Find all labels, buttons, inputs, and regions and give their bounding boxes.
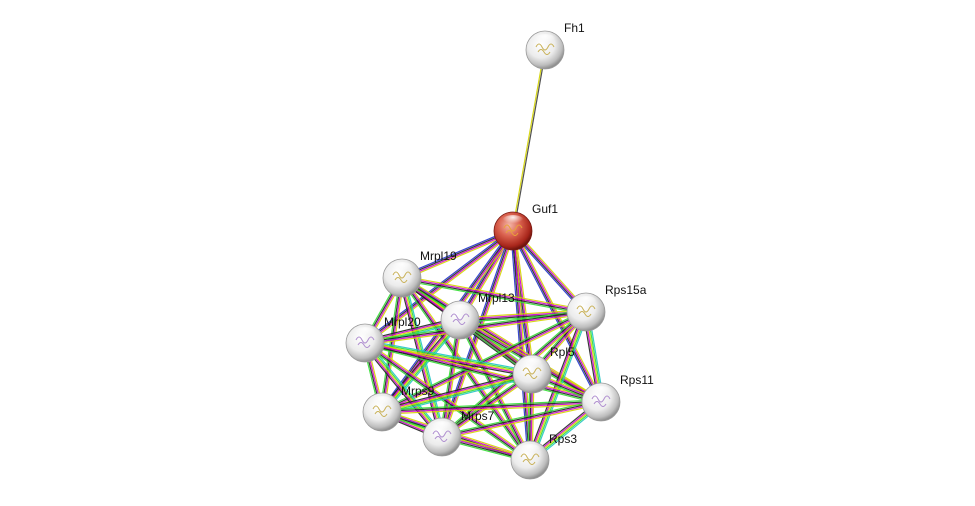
edge-evidence-line [381, 310, 586, 412]
edge-evidence-line [382, 320, 462, 414]
edge-evidence-line [402, 275, 603, 401]
node-highlight [502, 215, 524, 227]
edge-evidence-line [401, 279, 586, 315]
edge-evidence-line [365, 341, 444, 437]
edge-evidence-line [402, 232, 515, 281]
edge-evidence-line [365, 340, 532, 459]
node-mrps7[interactable]: Mrps7 [422, 409, 495, 457]
edge-evidence-line [511, 49, 545, 231]
node-mrpl20[interactable]: Mrpl20 [345, 315, 421, 363]
edge-evidence-line [365, 341, 533, 374]
edge-evidence-line [382, 374, 533, 414]
edge-evidence-line [441, 400, 601, 437]
edge-evidence-line [365, 341, 531, 460]
edge-evidence-line [443, 320, 463, 438]
edge-evidence-line [364, 343, 530, 462]
edge-evidence-line [365, 341, 602, 402]
edge-evidence-line [401, 229, 513, 278]
edge-evidence-line [511, 231, 530, 461]
edge-rps11-mrps9 [381, 399, 602, 415]
node-highlight [449, 304, 471, 316]
edge-mrpl19-rps15a [401, 275, 587, 315]
edge-evidence-line [383, 321, 463, 415]
edge-rps15a-rps3 [526, 310, 590, 462]
edge-evidence-line [402, 275, 587, 311]
edge-evidence-line [529, 311, 587, 461]
edge-evidence-line [380, 318, 460, 412]
node-highlight [391, 262, 413, 274]
edge-mrpl20-rps11 [364, 340, 602, 405]
node-rps3[interactable]: Rps3 [510, 432, 577, 480]
edge-evidence-line [381, 372, 532, 412]
edge-mrpl20-rps3 [363, 340, 532, 463]
edge-evidence-line [513, 50, 547, 232]
edge-evidence-line [381, 370, 532, 410]
node-fh1[interactable]: Fh1 [525, 21, 585, 70]
edge-evidence-line [442, 402, 602, 439]
edge-evidence-line [381, 399, 601, 411]
edge-evidence-line [401, 278, 586, 314]
node-highlight [431, 421, 453, 433]
node-label: Guf1 [532, 202, 558, 216]
node-mrpl19[interactable]: Mrpl19 [382, 249, 457, 298]
edge-evidence-line [530, 312, 588, 461]
node-label: Rps15a [605, 283, 647, 297]
node-highlight [519, 444, 541, 456]
node-label: Mrps9 [401, 384, 435, 398]
node-highlight [521, 358, 543, 370]
edge-evidence-line [381, 373, 533, 413]
node-guf1[interactable]: Guf1 [493, 202, 558, 251]
node-rps15a[interactable]: Rps15a [566, 283, 647, 332]
edge-guf1-mrpl19 [400, 228, 515, 281]
node-label: Rps3 [549, 432, 577, 446]
node-highlight [590, 386, 612, 398]
node-mrpl13[interactable]: Mrpl13 [440, 291, 515, 340]
node-rpl5[interactable]: Rpl5 [512, 345, 575, 394]
node-label: Mrpl13 [478, 291, 515, 305]
node-highlight [354, 327, 376, 339]
node-highlight [534, 34, 556, 46]
edge-evidence-line [381, 319, 461, 413]
edge-evidence-line [402, 231, 514, 280]
edge-evidence-line [382, 403, 602, 415]
edge-evidence-line [364, 343, 601, 404]
node-mrps9[interactable]: Mrps9 [362, 384, 435, 432]
edge-evidence-line [402, 276, 587, 312]
node-label: Mrps7 [461, 409, 495, 423]
edge-fh1-guf1 [511, 49, 547, 232]
edge-evidence-line [382, 402, 602, 414]
node-highlight [371, 396, 393, 408]
node-label: Mrpl20 [384, 315, 421, 329]
node-rps11[interactable]: Rps11 [581, 373, 654, 422]
node-label: Rpl5 [550, 345, 575, 359]
edge-evidence-line [526, 310, 584, 460]
edge-evidence-line [380, 309, 586, 411]
node-label: Rps11 [620, 373, 654, 387]
edges-layer [362, 49, 605, 463]
edge-evidence-line [442, 403, 602, 440]
edge-evidence-line [400, 228, 513, 277]
edge-evidence-line [459, 309, 586, 319]
node-label: Fh1 [564, 21, 585, 35]
node-label: Mrpl19 [420, 249, 457, 263]
edge-evidence-line [363, 344, 530, 463]
edge-evidence-line [364, 344, 601, 405]
edge-evidence-line [365, 339, 533, 372]
edge-evidence-line [362, 344, 441, 440]
node-highlight [575, 296, 597, 308]
edge-evidence-line [365, 340, 602, 401]
edge-rps11-mrps7 [441, 399, 602, 440]
edge-mrpl13-mrps9 [379, 317, 463, 415]
edge-evidence-line [365, 232, 515, 346]
edge-evidence-line [381, 400, 601, 412]
edge-evidence-line [364, 342, 443, 438]
edge-evidence-line [441, 399, 601, 436]
edge-evidence-line [528, 311, 586, 460]
edge-evidence-line [363, 343, 442, 439]
